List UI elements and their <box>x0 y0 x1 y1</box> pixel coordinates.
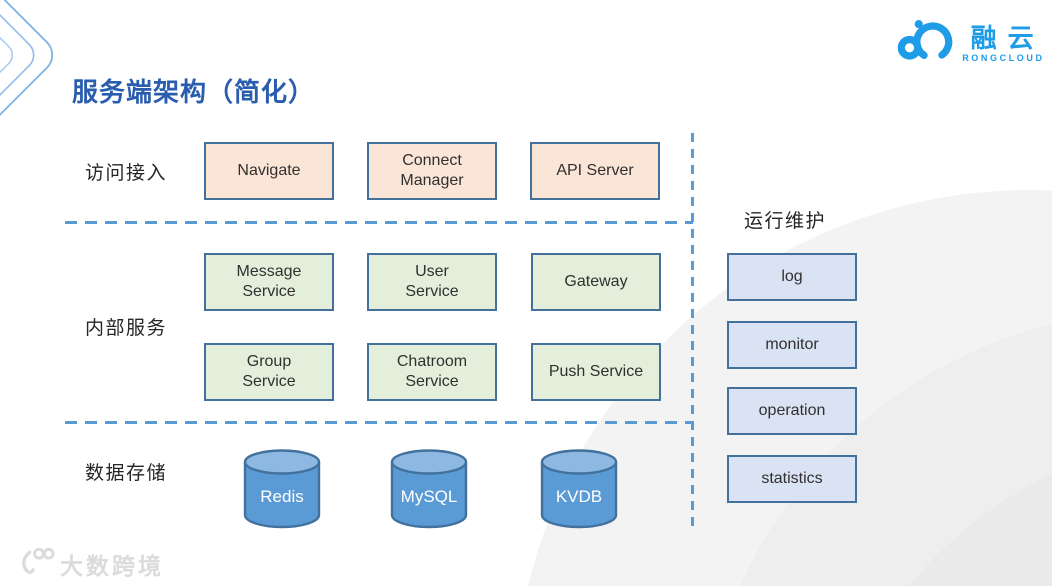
node-chatroom-service: Chatroom Service <box>367 343 497 401</box>
label-maintenance: 运行维护 <box>744 211 827 232</box>
node-user-service: User Service <box>367 253 497 311</box>
divider-vertical <box>691 133 694 528</box>
label-internal: 内部服务 <box>85 318 168 339</box>
logo-subtitle: RONGCLOUD <box>962 53 1045 64</box>
database-label: KVDB <box>555 487 603 506</box>
watermark-text: 大数跨境 <box>60 552 164 579</box>
node-message-service: Message Service <box>204 253 334 311</box>
rongcloud-logo-icon <box>897 18 955 69</box>
watermark-logo-icon <box>18 546 55 581</box>
label-access: 访问接入 <box>85 163 168 184</box>
divider-access-internal <box>65 221 693 224</box>
page-title: 服务端架构（简化） <box>72 77 316 107</box>
node-connect-manager: Connect Manager <box>367 142 497 200</box>
node-gateway: Gateway <box>531 253 661 311</box>
database-cylinder-mysql: MySQL <box>390 449 468 529</box>
label-storage: 数据存储 <box>85 463 168 484</box>
divider-internal-storage <box>65 421 693 424</box>
node-monitor: monitor <box>727 321 857 369</box>
node-api-server: API Server <box>530 142 660 200</box>
node-push-service: Push Service <box>531 343 661 401</box>
node-navigate: Navigate <box>204 142 334 200</box>
database-cylinder-redis: Redis <box>243 449 321 529</box>
database-label: Redis <box>260 487 304 506</box>
database-label: MySQL <box>400 487 458 506</box>
node-group-service: Group Service <box>204 343 334 401</box>
database-cylinder-kvdb: KVDB <box>540 449 618 529</box>
rongcloud-logo: 融云 RONGCLOUD <box>897 18 1042 69</box>
logo-name: 融云 <box>970 22 1045 53</box>
node-operation: operation <box>727 387 857 435</box>
watermark: 大数跨境 <box>18 546 164 581</box>
node-statistics: statistics <box>727 455 857 503</box>
node-log: log <box>727 253 857 301</box>
